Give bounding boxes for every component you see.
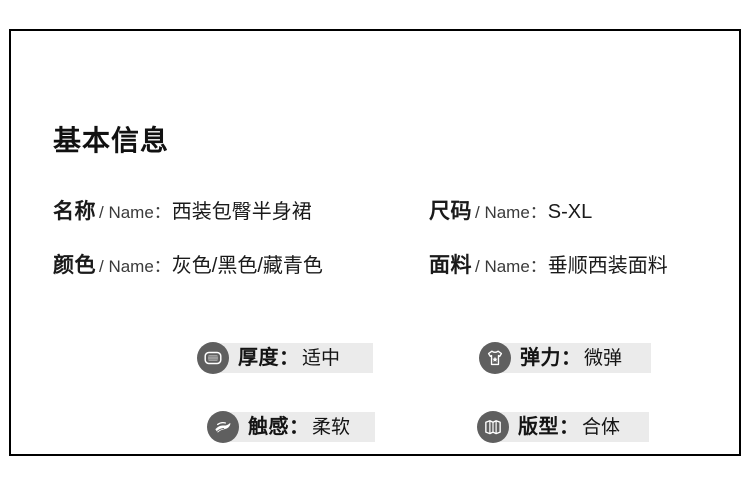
chip-value-fit: 合体 [582, 417, 621, 438]
info-en-color: / Name： [99, 257, 171, 276]
info-en-fabric: / Name： [475, 257, 547, 276]
fabric-thickness-icon [197, 342, 229, 374]
info-row-size: 尺码/ Name：S-XL [429, 201, 592, 222]
chip-key-touch: 触感 [248, 416, 289, 438]
chip-colon-elasticity: ： [561, 347, 581, 369]
info-value-fabric: 垂顺西装面料 [547, 255, 668, 277]
page-title: 基本信息 [53, 125, 170, 156]
info-en-size: / Name： [475, 203, 547, 222]
chip-background-bar [493, 412, 649, 442]
chip-colon-thickness: ： [279, 347, 299, 369]
chip-background-bar [213, 343, 373, 373]
attribute-chip-thickness: 厚度：适中 [197, 342, 373, 374]
chip-text-touch: 触感：柔软 [248, 417, 372, 437]
attribute-chip-touch: 触感：柔软 [207, 411, 375, 443]
info-value-color: 灰色/黑色/藏青色 [171, 255, 323, 277]
chip-text-elasticity: 弹力：微弹 [520, 348, 644, 368]
info-en-name: / Name： [99, 203, 171, 222]
info-value-size: S-XL [547, 201, 593, 223]
info-card-frame: 基本信息 名称/ Name：西装包臀半身裙 颜色/ Name：灰色/黑色/藏青色… [9, 29, 741, 456]
fabric-fold-touch-icon [207, 411, 239, 443]
folded-map-fit-icon [477, 411, 509, 443]
info-value-name: 西装包臀半身裙 [171, 201, 312, 223]
chip-key-fit: 版型 [518, 416, 559, 438]
chip-colon-touch: ： [289, 416, 309, 438]
info-label-name: 名称 [53, 200, 96, 223]
info-label-fabric: 面料 [429, 254, 472, 277]
chip-value-touch: 柔软 [312, 417, 351, 438]
info-row-name: 名称/ Name：西装包臀半身裙 [53, 201, 312, 222]
info-label-color: 颜色 [53, 254, 96, 277]
chip-value-elasticity: 微弹 [584, 348, 623, 369]
chip-background-bar [223, 412, 375, 442]
chip-value-thickness: 适中 [302, 348, 341, 369]
info-row-fabric: 面料/ Name：垂顺西装面料 [429, 255, 668, 276]
chip-colon-fit: ： [559, 416, 579, 438]
chip-key-elasticity: 弹力 [520, 347, 561, 369]
info-row-color: 颜色/ Name：灰色/黑色/藏青色 [53, 255, 323, 276]
chip-text-fit: 版型：合体 [518, 417, 642, 437]
attribute-chip-fit: 版型：合体 [477, 411, 649, 443]
tshirt-stretch-icon [479, 342, 511, 374]
chip-background-bar [495, 343, 651, 373]
chip-text-thickness: 厚度：适中 [238, 348, 362, 368]
chip-key-thickness: 厚度 [238, 347, 279, 369]
info-label-size: 尺码 [429, 200, 472, 223]
attribute-chip-elasticity: 弹力：微弹 [479, 342, 651, 374]
